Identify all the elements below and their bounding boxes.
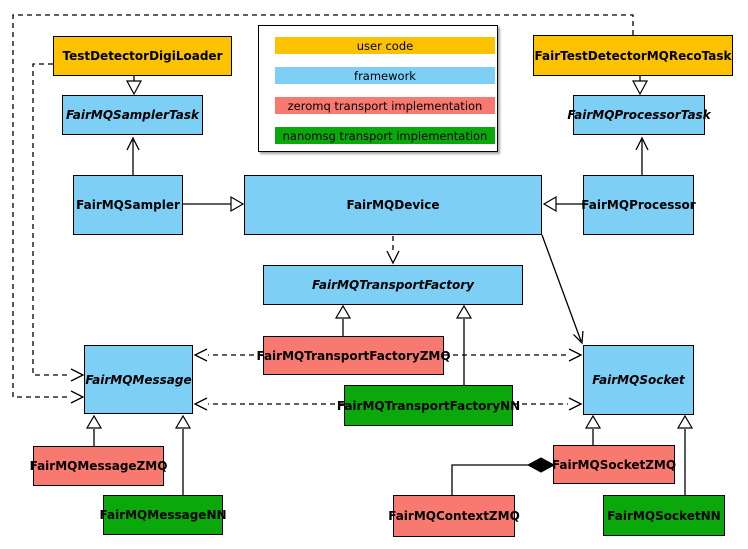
legend-item-user-code: user code [275,37,495,54]
node-label: FairTestDetectorMQRecoTask [534,48,732,63]
edge-dep-digiloader-message [32,63,85,382]
node-fairmq-socket-zmq: FairMQSocketZMQ [551,445,677,484]
edge-dep-factorynn-socket [513,397,583,411]
edge-inherit-messagenn-message [174,414,192,495]
edge-dep-recotask-message [12,14,634,404]
node-label: FairMQProcessorTask [567,108,711,122]
legend-item-framework: framework [275,67,495,84]
node-test-detector-digi-loader: TestDetectorDigiLoader [53,36,232,76]
node-label: FairMQMessageZMQ [29,459,168,473]
edge-comp-socketzmq-contextzmq [451,457,556,495]
node-label: FairMQSocket [592,373,685,387]
legend-label: zeromq transport implementation [287,98,483,113]
legend-label: user code [356,38,414,53]
node-fair-test-detector-mq-reco-task: FairTestDetectorMQRecoTask [533,35,733,76]
edge-dep-factoryzmq-socket [444,348,583,362]
node-fairmq-processor-task: FairMQProcessorTask [567,95,711,135]
legend-item-nanomsg: nanomsg transport implementation [275,127,495,144]
edge-inherit-factorynn-factory [455,304,473,385]
edge-inherit-recotask-processortask [631,76,649,96]
edge-dep-factoryzmq-message [193,348,263,362]
legend: user code framework zeromq transport imp… [258,25,498,152]
node-fairmq-sampler-task: FairMQSamplerTask [62,95,203,135]
node-label: FairMQSamplerTask [65,108,200,122]
edge-assoc-sampler-samplertask [126,136,140,175]
edge-inherit-processor-device [542,195,583,213]
node-label: FairMQMessage [85,372,192,387]
node-fairmq-context-zmq: FairMQContextZMQ [388,495,520,537]
legend-item-zeromq: zeromq transport implementation [275,97,495,114]
node-label: FairMQTransportFactoryNN [336,398,521,413]
node-fairmq-message-zmq: FairMQMessageZMQ [30,446,167,486]
node-fairmq-processor: FairMQProcessor [581,175,696,235]
node-fairmq-transport-factory-zmq: FairMQTransportFactoryZMQ [256,336,451,375]
node-fairmq-socket: FairMQSocket [583,345,694,415]
edge-inherit-socketzmq-socket [584,414,602,445]
node-label: FairMQProcessor [581,198,696,212]
legend-label: nanomsg transport implementation [282,128,488,143]
node-fairmq-message-nn: FairMQMessageNN [99,495,227,535]
node-label: FairMQMessageNN [99,508,227,522]
edge-inherit-messagezmq-message [85,414,103,446]
node-label: TestDetectorDigiLoader [62,49,223,63]
edge-inherit-socketnn-socket [676,414,694,495]
node-label: FairMQTransportFactoryZMQ [256,348,451,363]
node-label: FairMQTransportFactory [312,278,474,292]
node-label: FairMQDevice [346,198,440,212]
edge-inherit-factoryzmq-factory [334,304,352,336]
edge-inherit-sampler-device [183,195,245,213]
node-fairmq-transport-factory: FairMQTransportFactory [263,265,523,305]
node-label: FairMQContextZMQ [388,509,520,523]
legend-label: framework [354,68,416,83]
edge-dep-factorynn-message [193,397,344,411]
node-fairmq-message: FairMQMessage [84,345,193,414]
node-label: FairMQSampler [76,198,180,212]
node-fairmq-sampler: FairMQSampler [73,175,183,235]
node-fairmq-transport-factory-nn: FairMQTransportFactoryNN [337,385,520,426]
edge-inherit-digiloader-samplertask [125,76,143,96]
node-label: FairMQSocketZMQ [551,457,677,472]
edge-dep-device-transportfactory [386,236,400,265]
edge-assoc-processor-processortask [635,136,649,175]
node-fairmq-device: FairMQDevice [244,175,542,235]
node-label: FairMQSocketNN [607,508,721,523]
node-fairmq-socket-nn: FairMQSocketNN [603,495,725,536]
edge-assoc-device-socket [541,234,584,345]
